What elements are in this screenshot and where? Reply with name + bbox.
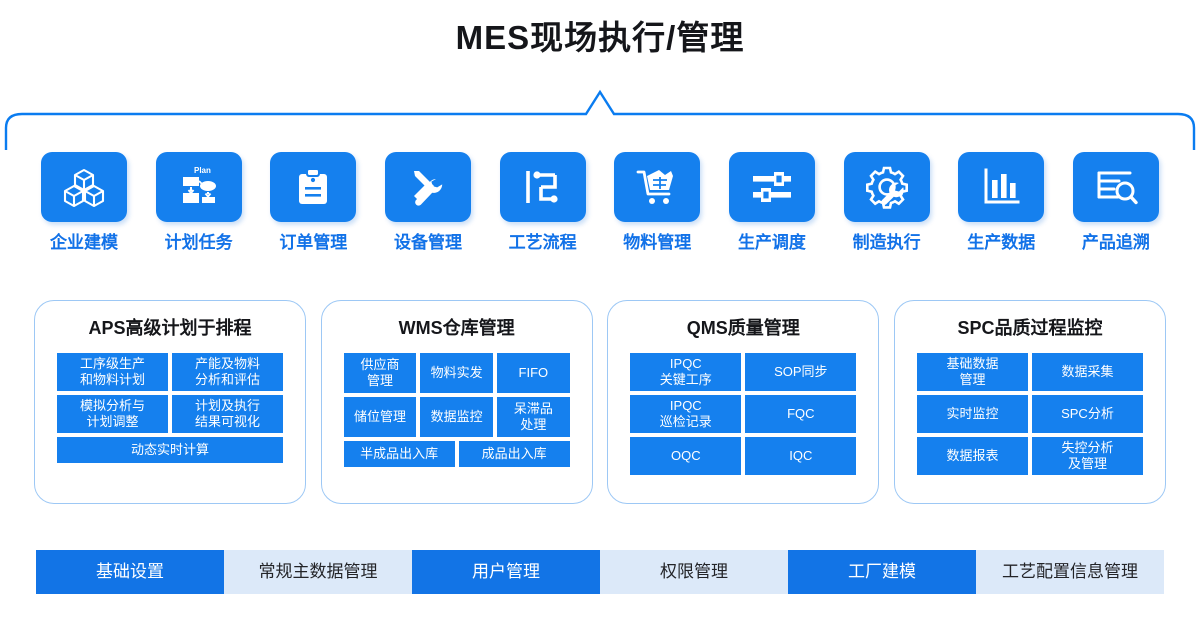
icon-cell-equipment-management[interactable]: 设备管理 bbox=[376, 152, 480, 264]
icon-label: 工艺流程 bbox=[508, 233, 577, 252]
grid-row: 供应商 管理 物料实发 FIFO bbox=[343, 353, 570, 393]
feature-cell[interactable]: FQC bbox=[745, 395, 857, 433]
feature-cell[interactable]: 半成品出入库 bbox=[343, 441, 455, 467]
feature-cell[interactable]: 数据报表 bbox=[916, 437, 1028, 475]
icon-label: 产品追溯 bbox=[1081, 233, 1150, 252]
module-icon-row: 企业建模 Plan 计划任务 bbox=[32, 152, 1168, 264]
gear-wrench-icon bbox=[843, 152, 930, 222]
icon-cell-plan-task[interactable]: Plan 计划任务 bbox=[147, 152, 251, 264]
grid-row: IPQC 巡检记录 FQC bbox=[630, 395, 857, 433]
bar-segment-basic-settings[interactable]: 基础设置 bbox=[36, 550, 224, 594]
card-title: QMS质量管理 bbox=[686, 318, 800, 338]
icon-cell-production-scheduling[interactable]: 生产调度 bbox=[720, 152, 824, 264]
feature-cell[interactable]: 模拟分析与 计划调整 bbox=[57, 395, 168, 433]
icon-cell-product-traceability[interactable]: 产品追溯 bbox=[1064, 152, 1168, 264]
card-wms: WMS仓库管理 供应商 管理 物料实发 FIFO 储位管理 数据监控 呆滞品 处… bbox=[320, 300, 593, 504]
bar-segment-factory-modeling[interactable]: 工厂建模 bbox=[788, 550, 976, 594]
icon-label: 计划任务 bbox=[164, 233, 233, 252]
feature-cell[interactable]: 计划及执行 结果可视化 bbox=[172, 395, 283, 433]
card-grid: 工序级生产 和物料计划 产能及物料 分析和评估 模拟分析与 计划调整 计划及执行… bbox=[57, 353, 283, 463]
feature-cell[interactable]: FIFO bbox=[497, 353, 570, 393]
grid-row: 储位管理 数据监控 呆滞品 处理 bbox=[343, 397, 570, 437]
card-aps: APS高级计划于排程 工序级生产 和物料计划 产能及物料 分析和评估 模拟分析与… bbox=[34, 300, 306, 504]
feature-cell[interactable]: IPQC 关键工序 bbox=[630, 353, 742, 391]
shopping-cart-icon bbox=[614, 152, 701, 222]
bar-segment-master-data[interactable]: 常规主数据管理 bbox=[224, 550, 412, 594]
feature-cell[interactable]: 储位管理 bbox=[343, 397, 417, 437]
feature-cell[interactable]: 物料实发 bbox=[420, 353, 493, 393]
document-search-icon bbox=[1072, 152, 1159, 222]
feature-cell[interactable]: 成品出入库 bbox=[458, 441, 570, 467]
icon-label: 制造执行 bbox=[852, 233, 921, 252]
card-title: SPC品质过程监控 bbox=[957, 318, 1103, 338]
icon-label: 生产数据 bbox=[967, 233, 1036, 252]
plan-text: Plan bbox=[194, 166, 211, 175]
icon-label: 生产调度 bbox=[737, 233, 806, 252]
icon-label: 物料管理 bbox=[623, 233, 692, 252]
icon-cell-material-management[interactable]: 物料管理 bbox=[605, 152, 709, 264]
sliders-icon bbox=[728, 152, 815, 222]
feature-cell[interactable]: OQC bbox=[630, 437, 742, 475]
card-qms: QMS质量管理 IPQC 关键工序 SOP同步 IPQC 巡检记录 FQC OQ… bbox=[607, 300, 880, 504]
grid-row: OQC IQC bbox=[630, 437, 857, 475]
feature-cell[interactable]: 基础数据 管理 bbox=[916, 353, 1028, 391]
icon-cell-production-data[interactable]: 生产数据 bbox=[949, 152, 1053, 264]
grid-row: 模拟分析与 计划调整 计划及执行 结果可视化 bbox=[57, 395, 283, 433]
grid-row: 半成品出入库 成品出入库 bbox=[343, 441, 570, 467]
grid-row: 工序级生产 和物料计划 产能及物料 分析和评估 bbox=[57, 353, 283, 391]
feature-cell[interactable]: SOP同步 bbox=[745, 353, 857, 391]
feature-cell[interactable]: 呆滞品 处理 bbox=[497, 397, 570, 437]
feature-cell[interactable]: IPQC 巡检记录 bbox=[630, 395, 742, 433]
icon-cell-process-flow[interactable]: 工艺流程 bbox=[491, 152, 595, 264]
feature-cell[interactable]: SPC分析 bbox=[1031, 395, 1143, 433]
bar-segment-process-config[interactable]: 工艺配置信息管理 bbox=[976, 550, 1164, 594]
feature-cell[interactable]: IQC bbox=[745, 437, 857, 475]
plan-flowchart-icon: Plan bbox=[155, 152, 242, 222]
bar-segment-user-management[interactable]: 用户管理 bbox=[412, 550, 600, 594]
grid-row: IPQC 关键工序 SOP同步 bbox=[630, 353, 857, 391]
grid-row: 数据报表 失控分析 及管理 bbox=[916, 437, 1143, 475]
grid-row: 基础数据 管理 数据采集 bbox=[916, 353, 1143, 391]
feature-cell[interactable]: 实时监控 bbox=[916, 395, 1028, 433]
grid-row: 实时监控 SPC分析 bbox=[916, 395, 1143, 433]
page-title: MES现场执行/管理 bbox=[455, 19, 745, 56]
grid-row: 动态实时计算 bbox=[57, 437, 283, 463]
icon-label: 设备管理 bbox=[393, 233, 462, 252]
card-title: WMS仓库管理 bbox=[398, 318, 515, 338]
feature-cell[interactable]: 供应商 管理 bbox=[343, 353, 417, 393]
feature-cell[interactable]: 数据监控 bbox=[420, 397, 493, 437]
icon-cell-manufacturing-execution[interactable]: 制造执行 bbox=[835, 152, 939, 264]
foundation-bar: 基础设置 常规主数据管理 用户管理 权限管理 工厂建模 工艺配置信息管理 bbox=[36, 550, 1164, 594]
bar-segment-permissions[interactable]: 权限管理 bbox=[600, 550, 788, 594]
feature-cell[interactable]: 数据采集 bbox=[1031, 353, 1143, 391]
wrench-screwdriver-icon bbox=[384, 152, 471, 222]
feature-cell[interactable]: 产能及物料 分析和评估 bbox=[172, 353, 283, 391]
feature-cell[interactable]: 工序级生产 和物料计划 bbox=[57, 353, 168, 391]
card-spc: SPC品质过程监控 基础数据 管理 数据采集 实时监控 SPC分析 数据报表 失… bbox=[893, 300, 1166, 504]
card-grid: 基础数据 管理 数据采集 实时监控 SPC分析 数据报表 失控分析 及管理 bbox=[916, 353, 1143, 475]
bar-chart-icon bbox=[958, 152, 1045, 222]
cubes-icon bbox=[41, 152, 127, 222]
module-cards-row: APS高级计划于排程 工序级生产 和物料计划 产能及物料 分析和评估 模拟分析与… bbox=[34, 300, 1166, 504]
clipboard-icon bbox=[270, 152, 357, 222]
card-grid: IPQC 关键工序 SOP同步 IPQC 巡检记录 FQC OQC IQC bbox=[630, 353, 857, 475]
feature-cell[interactable]: 动态实时计算 bbox=[57, 437, 283, 463]
process-flow-icon bbox=[499, 152, 586, 222]
icon-cell-enterprise-modeling[interactable]: 企业建模 bbox=[32, 152, 136, 264]
bracket-connector bbox=[4, 89, 1196, 150]
card-title: APS高级计划于排程 bbox=[88, 318, 252, 338]
icon-label: 企业建模 bbox=[50, 233, 118, 252]
feature-cell[interactable]: 失控分析 及管理 bbox=[1031, 437, 1143, 475]
card-grid: 供应商 管理 物料实发 FIFO 储位管理 数据监控 呆滞品 处理 半成品出入库… bbox=[343, 353, 570, 467]
icon-label: 订单管理 bbox=[279, 233, 348, 252]
icon-cell-order-management[interactable]: 订单管理 bbox=[261, 152, 365, 264]
